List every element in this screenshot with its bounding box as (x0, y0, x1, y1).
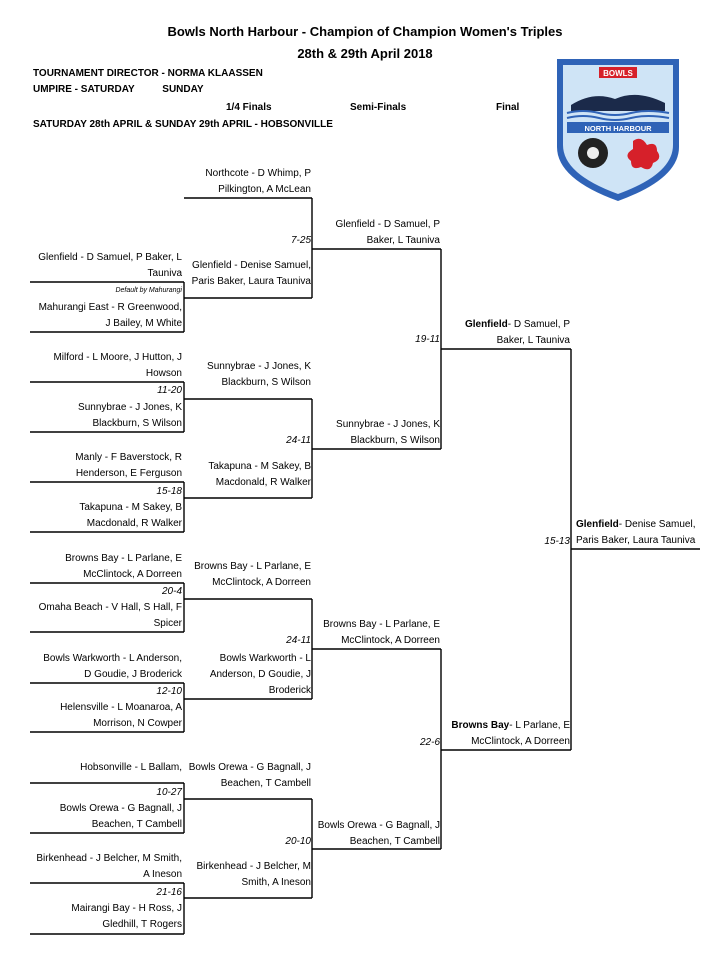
umpire-line: UMPIRE - SATURDAY SUNDAY (33, 84, 204, 95)
score-qf-northcote-glenfield: 7-25 (290, 235, 311, 246)
score-qf-orewa-birkenhead: 20-10 (285, 836, 311, 847)
logo-banner-text: NORTH HARBOUR (584, 124, 652, 133)
bowls-north-harbour-logo: BOWLS NORTH HARBOUR (557, 59, 679, 201)
page-title: Bowls North Harbour - Champion of Champi… (167, 24, 563, 39)
qf-team-glenfield: Glenfield - Denise Samuel,Paris Baker, L… (191, 260, 311, 287)
round1-team-mahurangi-east: Mahurangi East - R Greenwood,J Bailey, M… (38, 302, 182, 329)
round1-team-bowls-warkworth: Bowls Warkworth - L Anderson,D Goudie, J… (43, 653, 182, 680)
venue-line: SATURDAY 28th APRIL & SUNDAY 29th APRIL … (33, 119, 333, 130)
score-hobsonville-orewa: 10-27 (156, 787, 182, 798)
score-qf-browns-bay-warkworth: 24-11 (286, 635, 311, 646)
logo-top-text: BOWLS (603, 69, 633, 78)
score-warkworth-helensville: 12-10 (156, 686, 182, 697)
score-qf-sunnybrae-takapuna: 24-11 (286, 435, 311, 446)
score-sf-glenfield-sunnybrae: 19-11 (415, 334, 440, 345)
header-final: Final (496, 102, 520, 113)
round1-team-birkenhead: Birkenhead - J Belcher, M Smith,A Ineson (36, 853, 182, 880)
default-note: Default by Mahurangi (115, 287, 182, 294)
score-birkenhead-mairangi: 21-16 (156, 887, 182, 898)
page-dates: 28th & 29th April 2018 (297, 46, 433, 61)
score-sf-browns-bay-orewa: 22-6 (419, 737, 440, 748)
header-quarter-finals: 1/4 Finals (226, 102, 272, 113)
score-milford-sunnybrae: 11-20 (157, 385, 182, 396)
header-semi-finals: Semi-Finals (350, 102, 407, 113)
score-final: 15-13 (544, 536, 570, 547)
score-manly-takapuna: 15-18 (156, 486, 182, 497)
champion-team: Glenfield- Denise Samuel,Paris Baker, La… (576, 519, 696, 546)
score-browns-bay-omaha: 20-4 (161, 586, 182, 597)
round1-team-hobsonville: Hobsonville - L Ballam, (80, 762, 182, 773)
tournament-director: TOURNAMENT DIRECTOR - NORMA KLAASSEN (33, 68, 263, 79)
